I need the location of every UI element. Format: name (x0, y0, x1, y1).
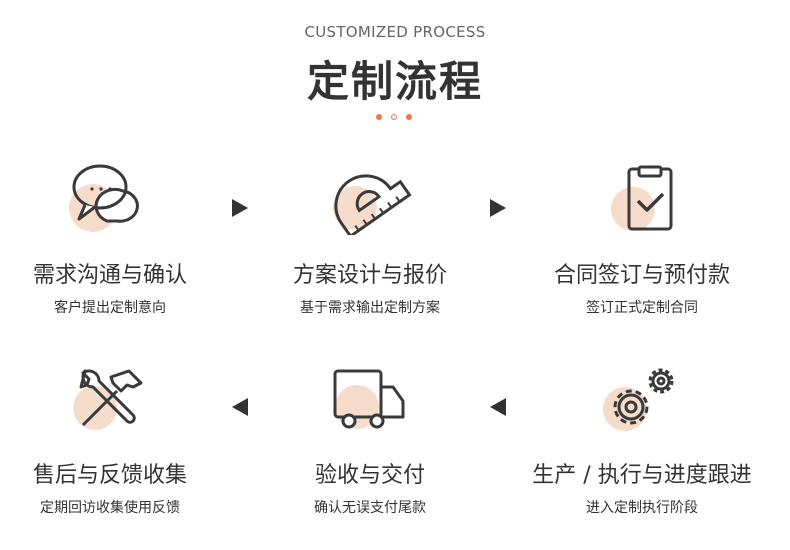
page-title: 定制流程 (306, 57, 483, 106)
step-title: 方案设计与报价 (292, 263, 447, 288)
step-desc: 签订正式定制合同 (586, 300, 698, 316)
section-subtitle: CUSTOMIZED PROCESS (304, 23, 486, 41)
arrow-left-icon (232, 398, 248, 416)
step-delivery: 验收与交付 确认无误支付尾款 (250, 363, 490, 517)
dot (391, 114, 397, 120)
step-title: 验收与交付 (314, 463, 425, 488)
arrow-right-icon (490, 199, 506, 217)
clipboard-check-icon (611, 165, 673, 231)
step-desc: 定期回访收集使用反馈 (40, 500, 180, 516)
step-after-sales: 售后与反馈收集 定期回访收集使用反馈 (0, 363, 230, 517)
arrow-right-icon (232, 199, 248, 217)
step-title: 生产 / 执行与进度跟进 (532, 463, 752, 488)
step-desc: 客户提出定制意向 (54, 300, 166, 316)
protractor-ruler-icon (333, 174, 412, 235)
step-title: 合同签订与预付款 (553, 263, 730, 288)
delivery-truck-icon (333, 369, 405, 429)
decorative-dots (376, 114, 412, 120)
step-title: 售后与反馈收集 (32, 463, 187, 488)
arrow-left-icon (490, 398, 506, 416)
step-title: 需求沟通与确认 (32, 263, 187, 288)
step-desc: 基于需求输出定制方案 (300, 300, 440, 316)
dot (406, 114, 412, 120)
step-production: 生产 / 执行与进度跟进 进入定制执行阶段 (522, 363, 762, 517)
step-requirement: 需求沟通与确认 客户提出定制意向 (0, 163, 230, 317)
step-desc: 进入定制执行阶段 (586, 500, 698, 516)
dot (376, 114, 382, 120)
chat-bubbles-icon (69, 164, 139, 232)
wrench-hammer-icon (73, 369, 143, 430)
step-desc: 确认无误支付尾款 (314, 500, 426, 516)
gears-icon (603, 368, 674, 431)
step-contract: 合同签订与预付款 签订正式定制合同 (522, 163, 762, 317)
step-design: 方案设计与报价 基于需求输出定制方案 (250, 163, 490, 317)
